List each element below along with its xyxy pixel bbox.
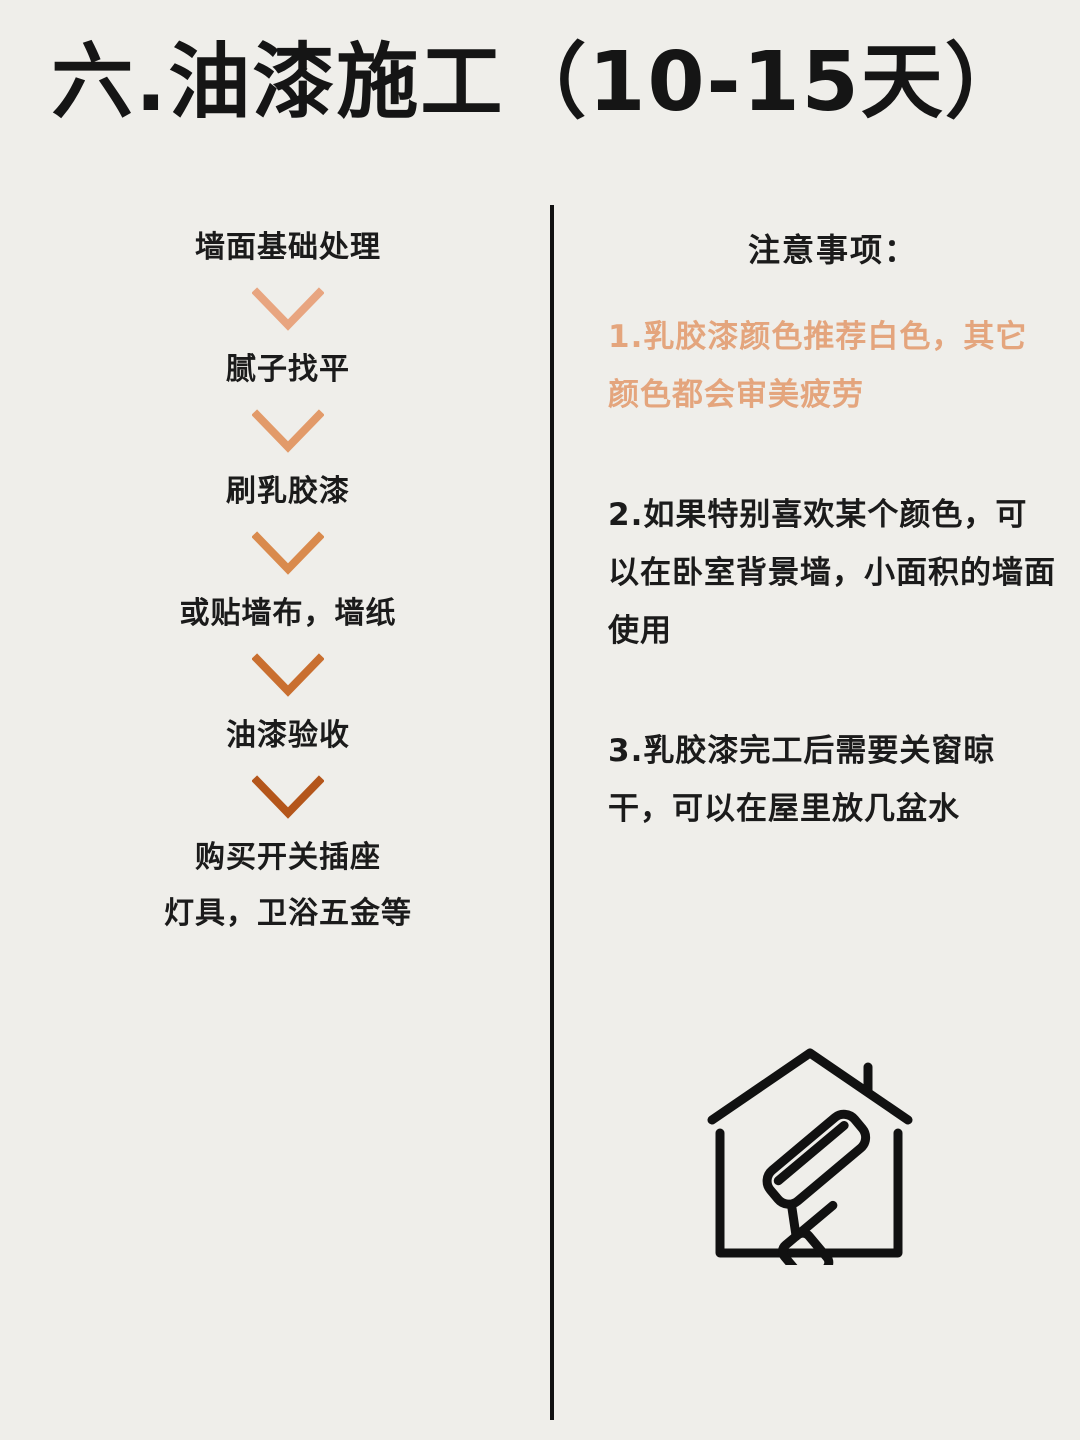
process-flow: 墙面基础处理 腻子找平 刷乳胶漆 或贴墙布，墙纸 油漆验收 购买开关插座 灯具，… <box>120 220 456 942</box>
step-purchase-fixtures: 购买开关插座 灯具，卫浴五金等 <box>164 840 412 931</box>
chevron-down-icon <box>120 398 456 464</box>
step-wallpaper: 或贴墙布，墙纸 <box>179 596 397 631</box>
step-inspection: 油漆验收 <box>226 718 350 753</box>
vertical-divider <box>550 205 554 1420</box>
chevron-down-icon <box>120 764 456 830</box>
step-putty: 腻子找平 <box>226 352 350 387</box>
chevron-down-icon-svg <box>252 287 324 331</box>
note-item: 2.如果特别喜欢某个颜色，可以在卧室背景墙，小面积的墙面使用 <box>608 497 1056 649</box>
note-item: 3.乳胶漆完工后需要关窗晾干，可以在屋里放几盆水 <box>608 733 996 827</box>
page-title: 六.油漆施工（10-15天） <box>51 35 1029 130</box>
chevron-down-icon-svg <box>252 409 324 453</box>
step-latex-paint: 刷乳胶漆 <box>226 474 350 509</box>
notes-title: 注意事项： <box>748 231 919 269</box>
chevron-down-icon <box>120 642 456 708</box>
note-item: 1.乳胶漆颜色推荐白色，其它颜色都会审美疲劳 <box>608 319 1028 413</box>
house-paint-roller-icon <box>700 1045 920 1286</box>
chevron-down-icon <box>120 276 456 342</box>
chevron-down-icon <box>120 520 456 586</box>
step-wall-prep: 墙面基础处理 <box>195 230 381 265</box>
chevron-down-icon-svg <box>252 775 324 819</box>
chevron-down-icon-svg <box>252 653 324 697</box>
chevron-down-icon-svg <box>252 531 324 575</box>
